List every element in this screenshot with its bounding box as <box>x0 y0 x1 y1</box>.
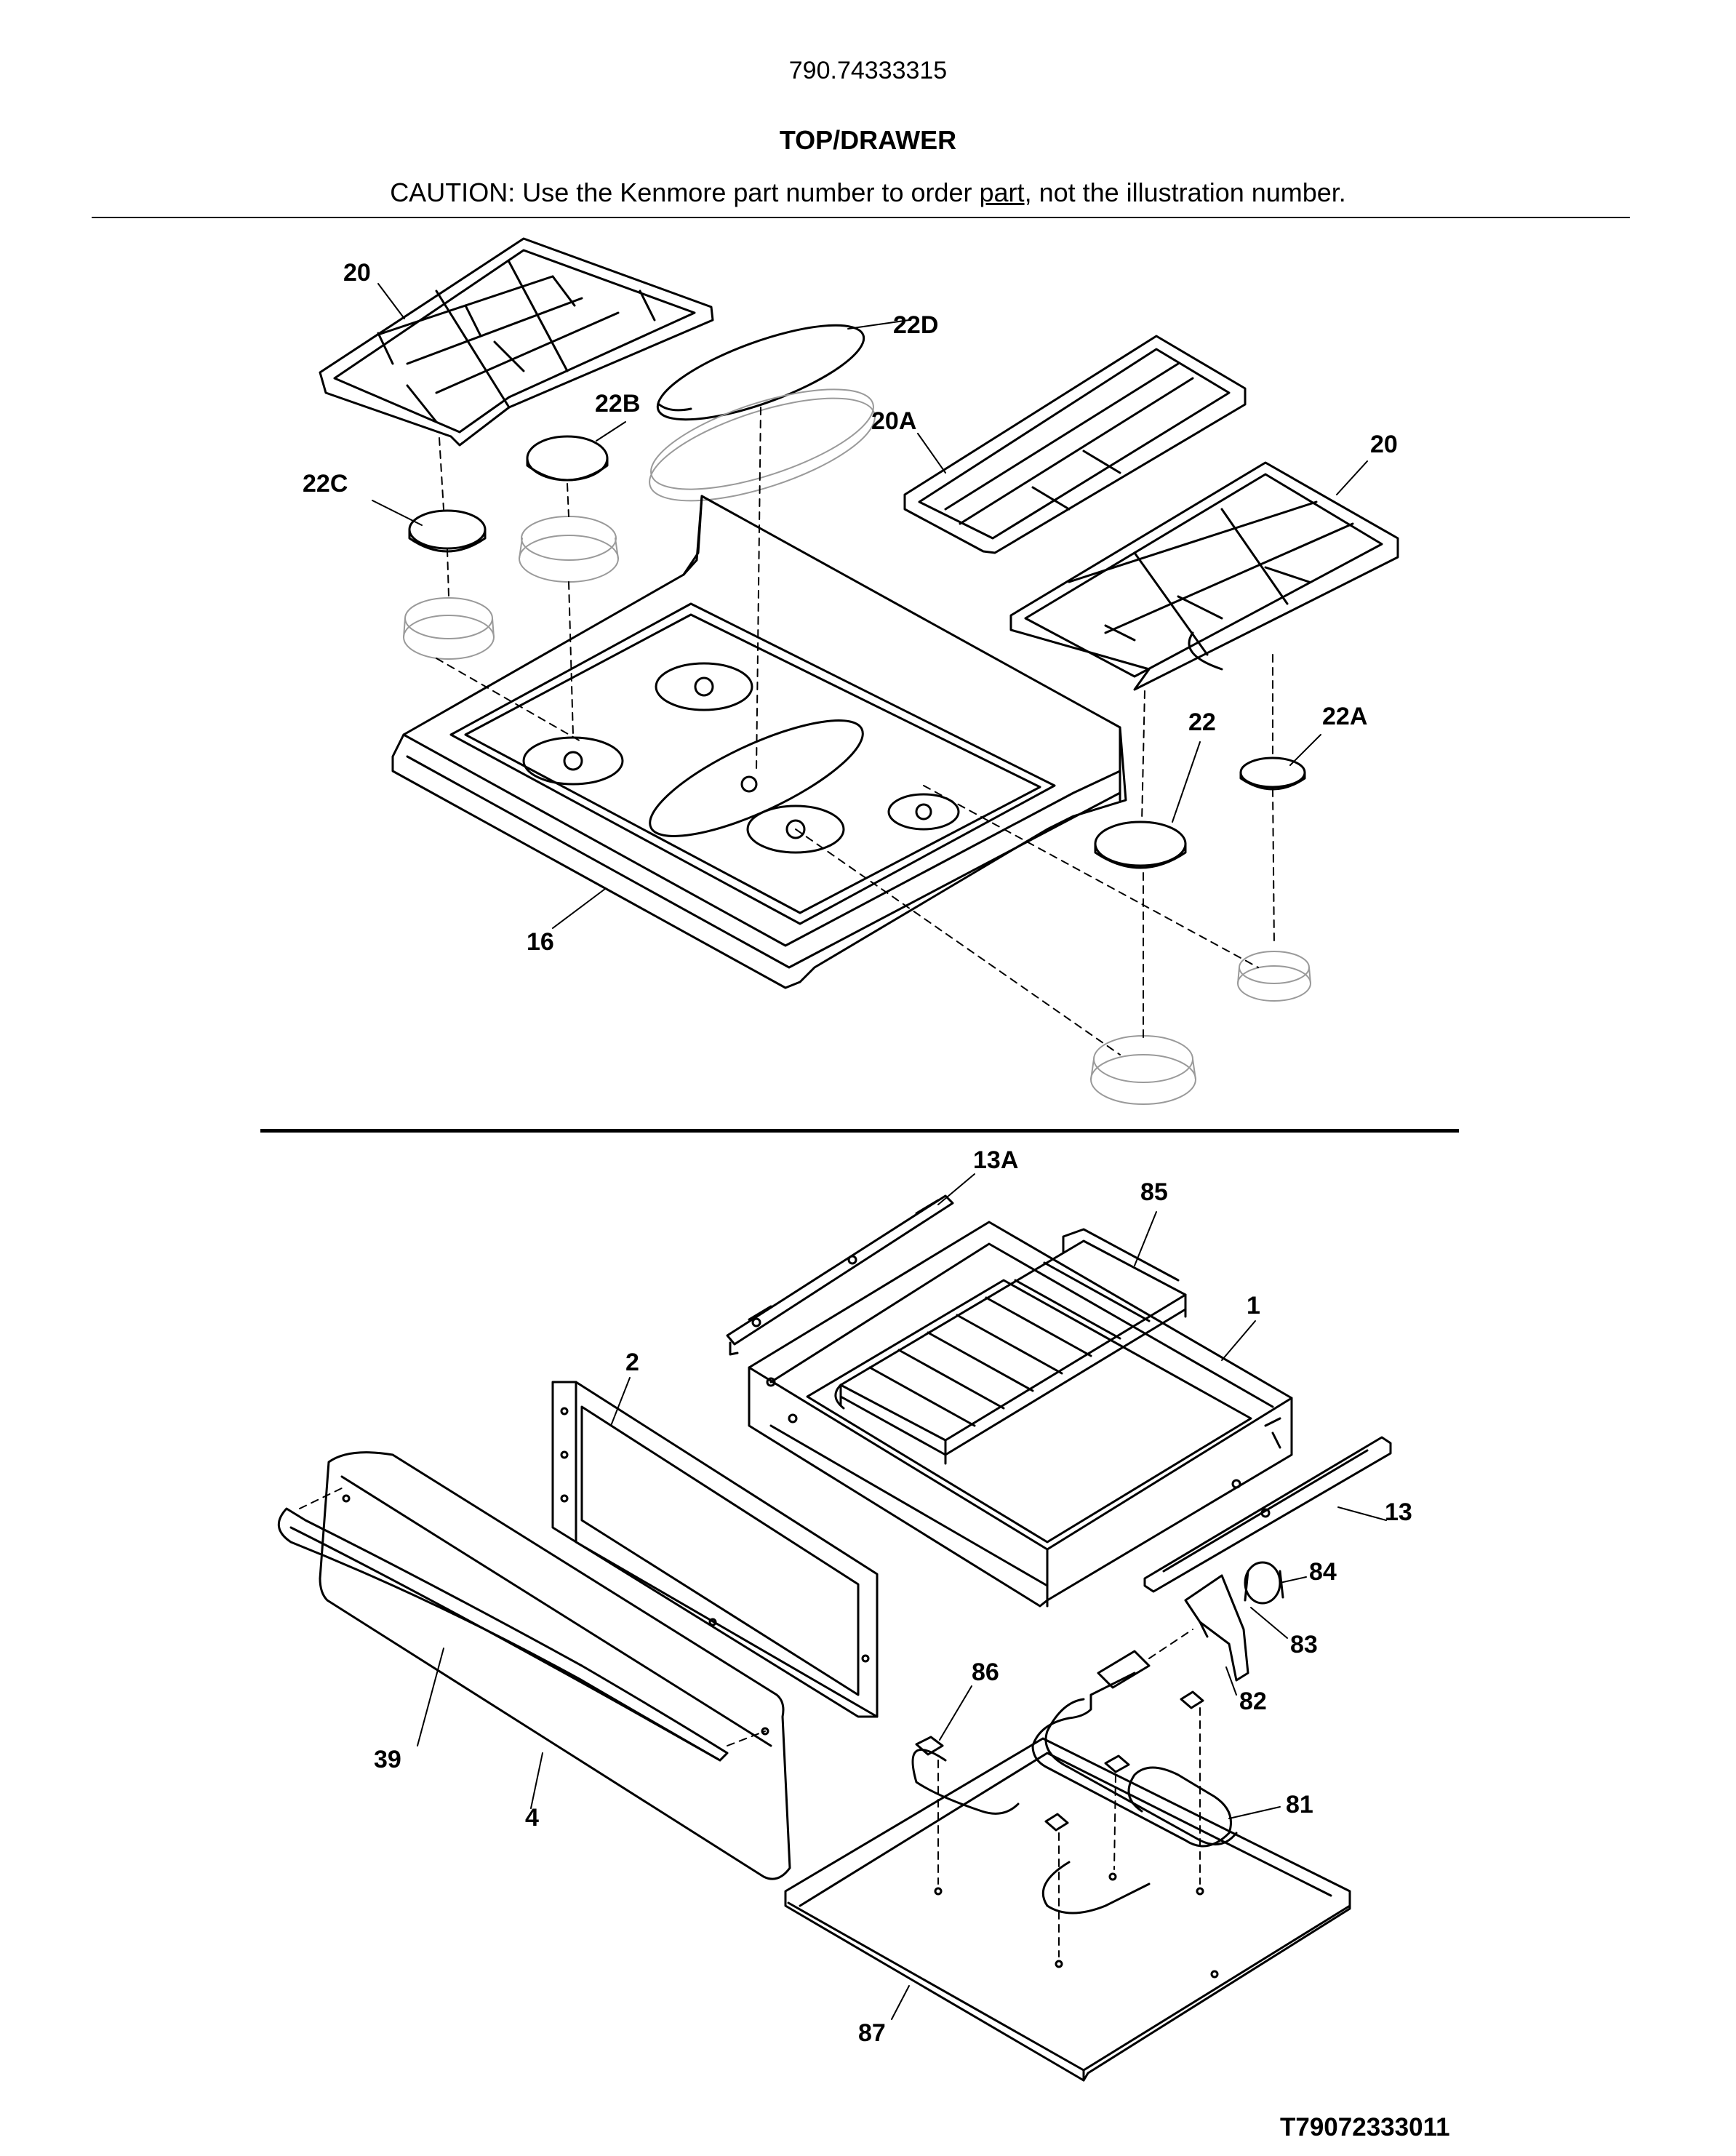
oval-cap-part-22D <box>656 324 865 421</box>
callout-1: 1 <box>1247 1292 1260 1319</box>
thermostat-part-84 <box>1244 1561 1284 1605</box>
grate-right-part-20 <box>1009 461 1399 691</box>
callout-2: 2 <box>625 1349 639 1376</box>
callout-20-right: 20 <box>1370 431 1398 458</box>
drawer-rack-part-85 <box>834 1228 1187 1465</box>
model-number: 790.74333315 <box>788 57 948 84</box>
callout-labels: 20 22D 22B 20A 20 22C 22 22A 16 13A 85 1… <box>303 259 1412 2047</box>
callout-4: 4 <box>525 1804 539 1832</box>
alignment-lines-top <box>436 407 1275 1055</box>
callout-39: 39 <box>374 1746 401 1773</box>
callout-20-left: 20 <box>343 259 371 287</box>
drawer-bottom-part-87 <box>784 1737 1351 2082</box>
oval-burner-ghost <box>649 388 876 502</box>
burner-head-ghost-right-small <box>1237 951 1311 1002</box>
callout-22C: 22C <box>303 470 348 498</box>
bracket-part-83 <box>1184 1574 1249 1682</box>
drawer-box-part-1 <box>748 1221 1293 1608</box>
drawer-inner-panel-part-2 <box>551 1381 879 1718</box>
callout-81: 81 <box>1286 1791 1313 1818</box>
section-title: TOP/DRAWER <box>779 125 957 155</box>
callout-82: 82 <box>1239 1688 1267 1715</box>
burner-cap-part-22A <box>1239 756 1306 791</box>
leaders-bottom <box>417 1173 1387 2020</box>
callout-22A: 22A <box>1322 703 1367 730</box>
callout-22D: 22D <box>893 311 938 339</box>
callout-22B: 22B <box>595 390 640 418</box>
drawer-rail-part-13A <box>726 1194 954 1356</box>
clip-part-86 <box>915 1690 1204 1832</box>
bracket-part-82 <box>1097 1650 1151 1689</box>
leaders-top <box>372 283 1368 929</box>
callout-84: 84 <box>1309 1558 1337 1586</box>
alignment-lines-bottom <box>299 1486 1201 1957</box>
grate-left-part-20 <box>319 237 714 447</box>
callout-16: 16 <box>527 928 554 956</box>
burner-head-ghost-b <box>519 516 619 583</box>
document-code: T79072333011 <box>1280 2113 1450 2141</box>
callout-87: 87 <box>858 2019 886 2047</box>
callout-83: 83 <box>1290 1631 1318 1658</box>
callout-86: 86 <box>972 1658 999 1686</box>
drawer-front-part-4 <box>319 1451 791 1880</box>
callout-22: 22 <box>1188 708 1216 736</box>
callout-85: 85 <box>1140 1178 1168 1206</box>
caution-prefix: CAUTION: Use the Kenmore part number to … <box>390 177 980 207</box>
burner-head-ghost-right-large <box>1090 1035 1196 1105</box>
callout-13A: 13A <box>973 1146 1018 1174</box>
drawer-rail-part-13 <box>1143 1436 1392 1593</box>
grate-center-part-20A <box>903 335 1247 554</box>
caution-suffix: , not the illustration number. <box>1024 177 1346 207</box>
burner-cap-part-22B <box>526 435 609 482</box>
caution-note: CAUTION: Use the Kenmore part number to … <box>0 177 1736 208</box>
section-divider <box>260 1129 1459 1133</box>
callout-13: 13 <box>1385 1498 1412 1526</box>
burner-head-ghost-c <box>403 597 495 660</box>
caution-part-link: part <box>979 177 1025 207</box>
burner-cap-part-22 <box>1094 821 1187 869</box>
header-divider <box>92 217 1630 218</box>
bake-element-part-81 <box>911 1672 1238 1915</box>
drawer-handle-part-39 <box>278 1507 729 1762</box>
callout-20A: 20A <box>871 407 916 435</box>
burner-cap-part-22C <box>408 509 487 553</box>
cooktop-part-16 <box>391 495 1127 989</box>
